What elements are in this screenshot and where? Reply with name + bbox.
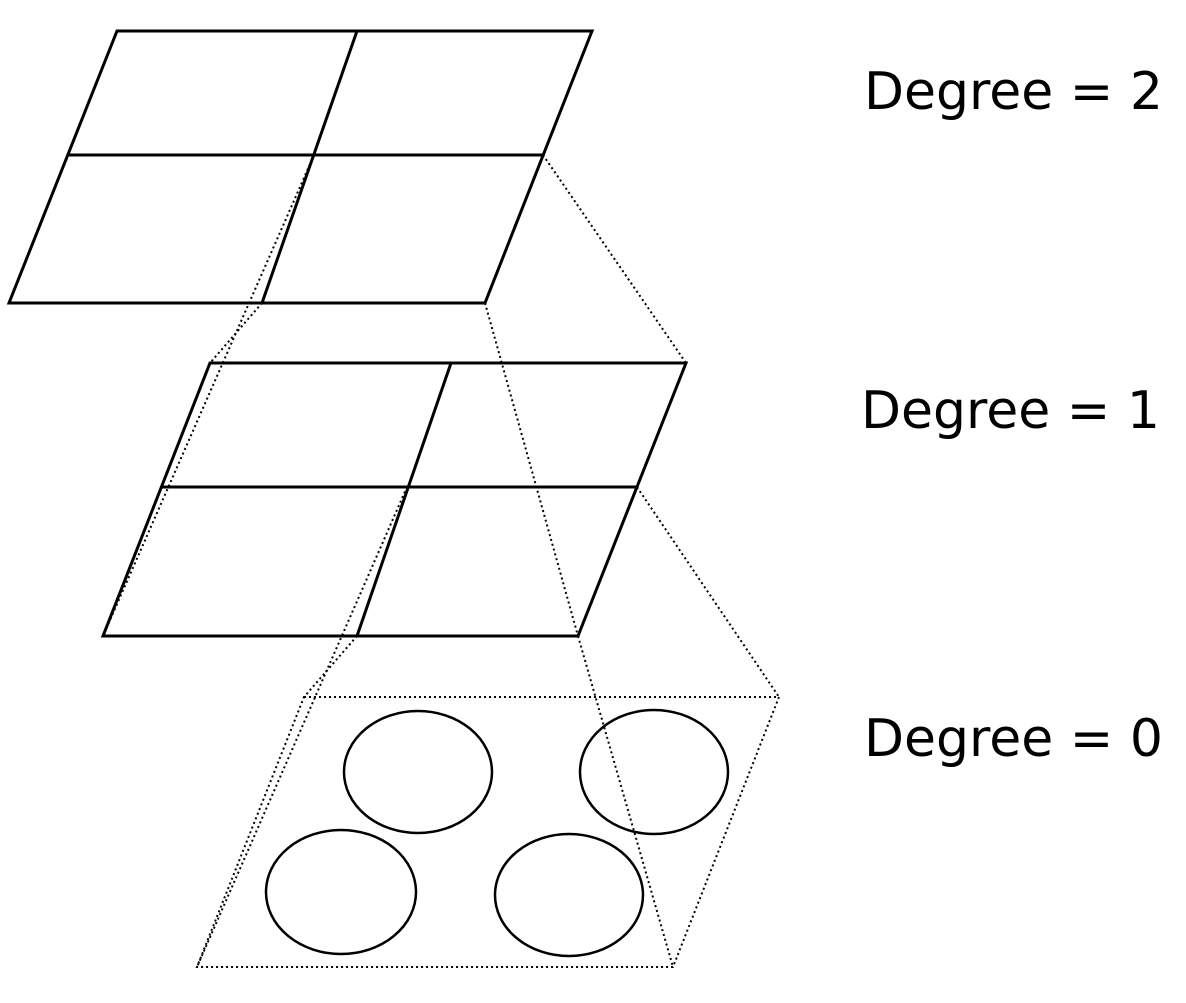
projection-line: [484, 302, 579, 637]
projection-line: [209, 302, 263, 364]
projection-line: [102, 154, 315, 637]
degree-2-outline: [6, 29, 595, 305]
ellipse-bottom-left: [264, 828, 418, 956]
projection-lines-2-to-1: [102, 154, 687, 637]
projection-line: [636, 486, 780, 698]
degree-1-vertical-divider: [355, 362, 453, 637]
projection-line: [542, 154, 687, 364]
projection-line: [196, 486, 408, 968]
projection-lines-1-to-0: [196, 486, 780, 968]
projection-line: [303, 635, 358, 698]
degree-2-label: Degree = 2: [864, 62, 1163, 122]
ellipse-top-left: [342, 709, 494, 835]
degree-1-outline: [100, 361, 689, 638]
degree-1-grid: [100, 361, 689, 638]
degree-2-grid: [6, 29, 595, 305]
degree-0-label: Degree = 0: [864, 709, 1163, 769]
degree-2-vertical-divider: [260, 30, 359, 304]
projection-line: [577, 635, 674, 968]
ellipse-top-right: [578, 708, 730, 836]
degree-0-plane: [195, 696, 781, 968]
ellipse-bottom-right: [493, 832, 645, 958]
degree-1-label: Degree = 1: [861, 381, 1160, 441]
degree-0-ellipses: [264, 708, 730, 958]
